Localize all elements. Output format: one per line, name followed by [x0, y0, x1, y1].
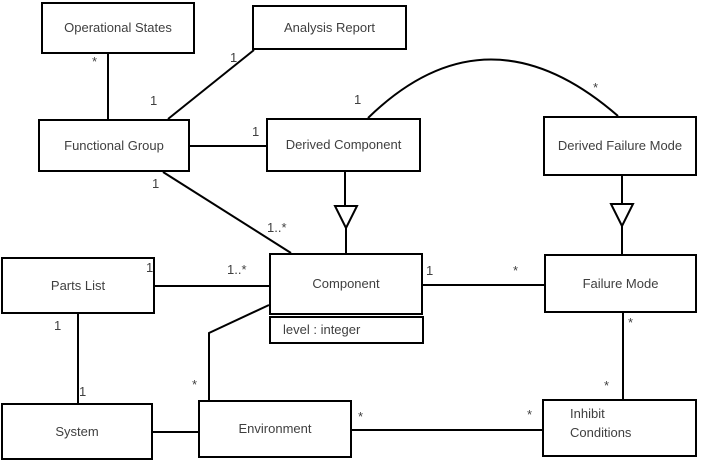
generalization-derived-failure-mode-arrow [609, 203, 635, 229]
class-label: Derived Failure Mode [557, 138, 683, 153]
class-derived-component: Derived Component [266, 118, 421, 172]
multiplicity-label: 1 [79, 384, 87, 399]
class-label: Operational States [64, 20, 172, 35]
class-derived-failure-mode: Derived Failure Mode [543, 116, 697, 176]
class-inhibit-conditions: Inhibit Conditions [542, 399, 697, 457]
class-environment: Environment [198, 400, 352, 458]
multiplicity-label: * [192, 377, 198, 392]
generalization-derived-component-line [344, 172, 347, 253]
multiplicity-label: 1 [252, 124, 260, 139]
class-analysis-report: Analysis Report [252, 5, 407, 50]
class-parts-list: Parts List [1, 257, 155, 314]
multiplicity-label: 1 [54, 318, 62, 333]
multiplicity-label: 1..* [267, 220, 287, 235]
generalization-derived-component-arrow [333, 205, 359, 231]
class-label: Environment [238, 421, 312, 436]
class-functional-group: Functional Group [38, 119, 190, 172]
multiplicity-label: * [92, 54, 98, 69]
class-operational-states: Operational States [41, 2, 195, 54]
class-label: Derived Component [285, 137, 402, 152]
class-label: Parts List [50, 277, 106, 293]
class-failure-mode: Failure Mode [544, 254, 697, 313]
class-label: Component [312, 276, 380, 291]
class-label: Inhibit Conditions [570, 406, 632, 440]
connector-environment-component [208, 304, 270, 400]
multiplicity-label: 1 [146, 260, 154, 275]
multiplicity-label: 1 [152, 176, 160, 191]
multiplicity-label: 1 [150, 93, 158, 108]
connector-analysis-report-functional-group [167, 49, 255, 120]
multiplicity-label: 1 [426, 263, 434, 278]
class-label: Failure Mode [582, 275, 659, 291]
connector-functional-group-component [162, 171, 292, 254]
multiplicity-label: * [358, 409, 364, 424]
class-label: Functional Group [64, 137, 164, 153]
multiplicity-label: * [628, 315, 634, 330]
multiplicity-label: * [604, 378, 610, 393]
multiplicity-label: * [513, 263, 519, 278]
class-component-attribute-compartment: level : integer [269, 316, 424, 344]
attribute-label: level : integer [283, 322, 361, 337]
multiplicity-label: 1 [354, 92, 362, 107]
multiplicity-label: 1 [230, 50, 238, 65]
connector-arc-derived-component-derived-failure-mode [367, 58, 619, 119]
multiplicity-label: * [593, 80, 599, 95]
multiplicity-label: * [527, 407, 533, 422]
class-system: System [1, 403, 153, 460]
multiplicity-label: 1..* [227, 262, 247, 277]
class-label: Analysis Report [283, 19, 376, 35]
class-component: Component [269, 253, 423, 315]
class-label: System [55, 423, 99, 439]
